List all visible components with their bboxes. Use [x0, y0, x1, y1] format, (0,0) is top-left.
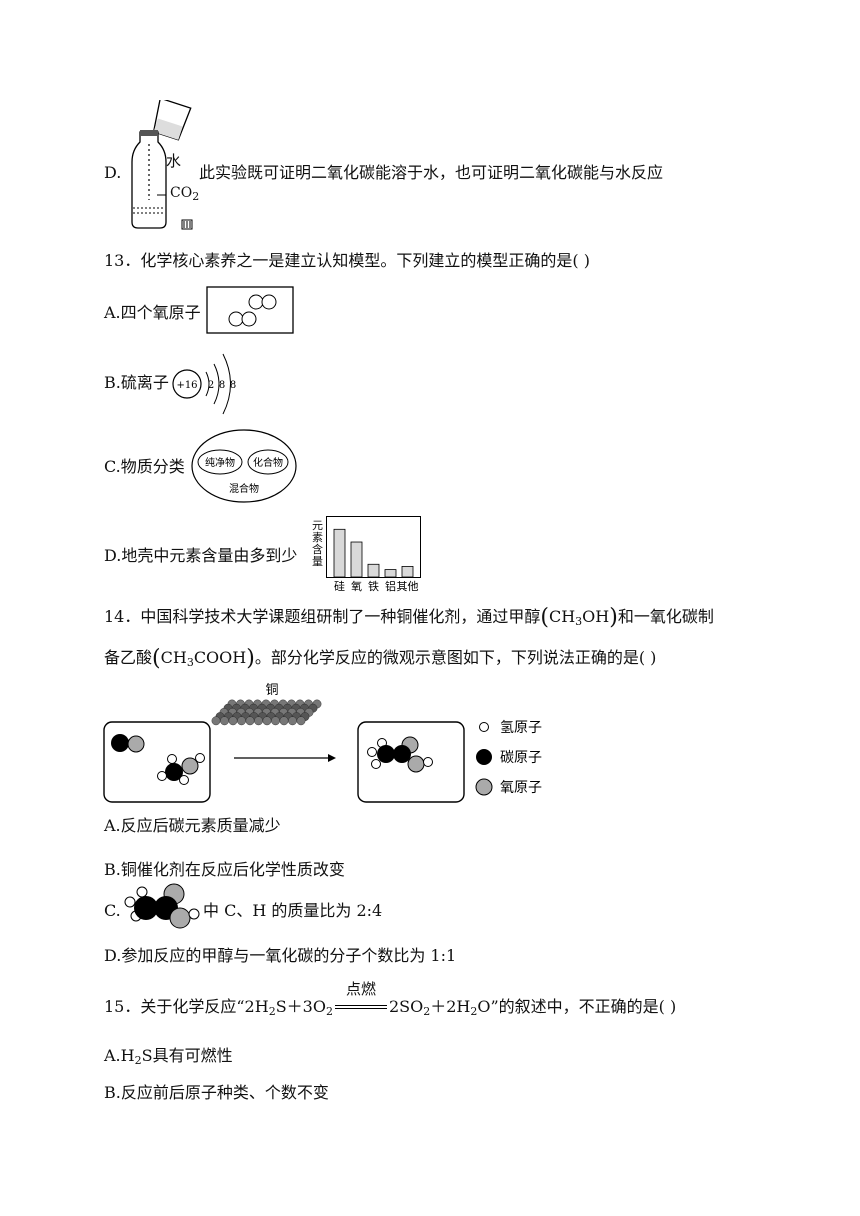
- q14-stem-line2: 备乙酸(CH3COOH)。部分化学反应的微观示意图如下，下列说法正确的是( ): [104, 646, 657, 671]
- copper-atom: [288, 716, 297, 726]
- equation-right: 2SO2＋2H2O: [388, 997, 491, 1018]
- q13-option-c: C.物质分类: [104, 457, 185, 476]
- bar-硅: [333, 528, 346, 578]
- bar-铁: [367, 563, 380, 578]
- svg-text:混合物: 混合物: [229, 482, 259, 495]
- q13-stem: 13．化学核心素养之一是建立认知模型。下列建立的模型正确的是( ): [104, 251, 590, 270]
- copper-atom: [262, 716, 272, 726]
- crust-element-bar-chart: 硅氧铁铝其他: [326, 516, 421, 593]
- bar-氧: [350, 541, 363, 578]
- copper-atom: [279, 716, 289, 726]
- water-label: 水: [166, 152, 182, 170]
- svg-text:化合物: 化合物: [253, 456, 283, 469]
- bar-铝: [384, 569, 397, 578]
- q13-option-a: A.四个氧原子: [104, 303, 201, 322]
- option-d-text: 此实验既可证明二氧化碳能溶于水，也可证明二氧化碳能与水反应: [199, 163, 664, 182]
- copper-atom: [271, 716, 280, 726]
- four-oxygen-atoms-figure: [206, 286, 294, 334]
- copper-atom: [220, 716, 229, 726]
- svg-text:氢原子: 氢原子: [500, 720, 542, 736]
- svg-text:+16: +16: [176, 380, 197, 391]
- tick-label-硅: 硅: [334, 580, 345, 593]
- copper-atom: [228, 716, 238, 726]
- co2-label: CO2: [170, 185, 200, 203]
- option-d-letter: D.: [104, 163, 122, 182]
- copper-atom: [211, 716, 221, 726]
- q14-option-a: A.反应后碳元素质量减少: [104, 816, 281, 835]
- q14-option-c-letter: C.: [104, 901, 121, 920]
- q15-option-b: B.反应前后原子种类、个数不变: [104, 1083, 329, 1102]
- q14-option-d: D.参加反应的甲醇与一氧化碳的分子个数比为 1:1: [104, 946, 457, 965]
- bar-其他: [401, 566, 414, 578]
- chart-ylabel: 元 素 含 量: [312, 519, 323, 568]
- reaction-condition: 点燃: [333, 980, 389, 1018]
- svg-text:2: 2: [208, 380, 214, 391]
- svg-text:8: 8: [219, 380, 225, 391]
- reaction-micro-diagram: 铜 氢原子 碳原子 氧原子: [103, 683, 542, 803]
- q14-stem-line1: 14．中国科学技术大学课题组研制了一种铜催化剂，通过甲醇(CH3OH)和一氧化碳…: [104, 605, 714, 630]
- copper-atom: [296, 716, 306, 726]
- q15-option-a: A.H2S具有可燃性: [104, 1046, 233, 1067]
- svg-text:纯净物: 纯净物: [205, 456, 235, 469]
- q14-option-b: B.铜催化剂在反应后化学性质改变: [104, 860, 345, 879]
- tick-label-铁: 铁: [368, 580, 379, 593]
- q13-option-d: D.地壳中元素含量由多到少: [104, 546, 298, 565]
- q13-option-b: B.硫离子: [104, 373, 169, 392]
- bottle-experiment-figure: [131, 100, 193, 230]
- copper-atom: [254, 716, 263, 726]
- tick-label-其他: 其他: [397, 580, 419, 593]
- svg-text:铜: 铜: [265, 683, 278, 698]
- svg-text:碳原子: 碳原子: [500, 750, 542, 766]
- copper-atom: [245, 716, 255, 726]
- sulfur-ion-structure-figure: +16 2 8 8: [172, 353, 236, 415]
- tick-label-铝: 铝: [385, 579, 396, 593]
- acetic-acid-molecule-figure: [124, 883, 200, 929]
- equation-left: 2H2S＋3O2: [244, 997, 333, 1018]
- copper-atom: [237, 716, 246, 726]
- svg-text:8: 8: [230, 380, 236, 391]
- q14-option-c-text: 中 C、H 的质量比为 2:4: [203, 901, 383, 920]
- substance-classification-figure: 纯净物 化合物 混合物: [191, 429, 297, 503]
- tick-label-氧: 氧: [351, 579, 362, 593]
- svg-text:氧原子: 氧原子: [500, 780, 542, 796]
